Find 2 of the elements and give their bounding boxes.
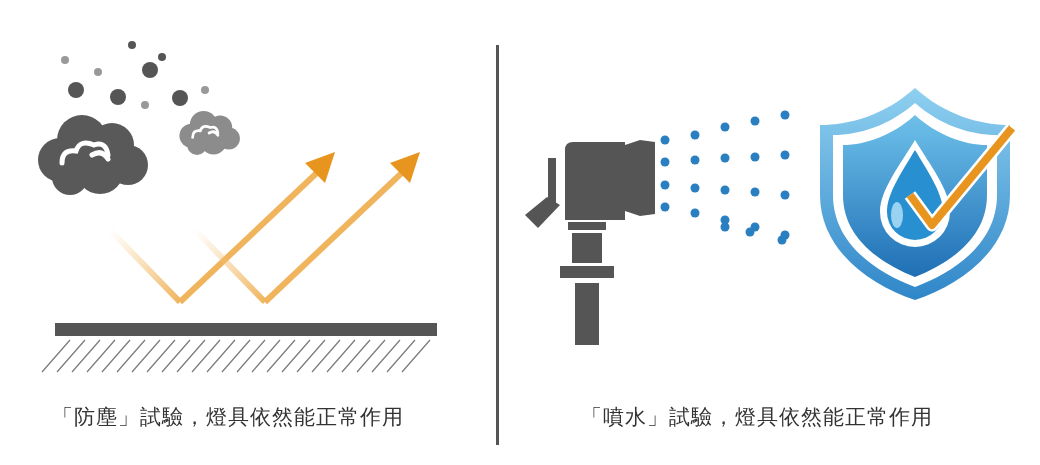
caption-text: 「防塵」試驗，燈具依然能正常作用 <box>51 404 405 431</box>
caption-text: 「噴水」試驗，燈具依然能正常作用 <box>580 404 934 431</box>
